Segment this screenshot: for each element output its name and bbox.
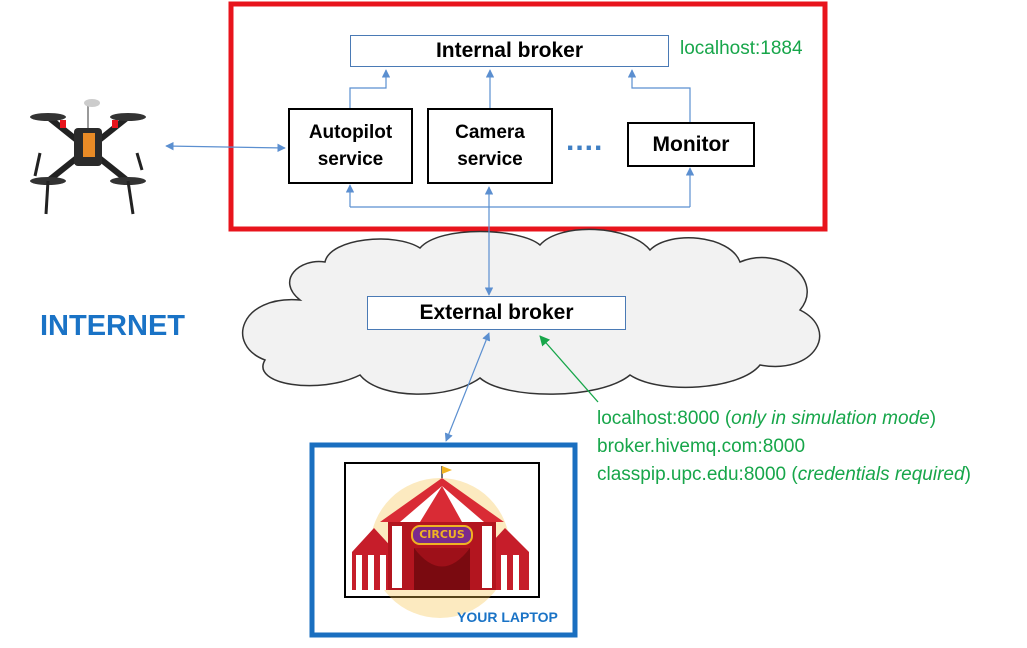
autopilot-service-box: Autopilot service (288, 108, 413, 184)
address-simulation: localhost:8000 (only in simulation mode) (597, 408, 937, 429)
more-services-ellipsis: .... (566, 124, 604, 157)
monitor-label: Monitor (652, 132, 730, 156)
laptop-label: YOUR LAPTOP (457, 609, 558, 625)
camera-service-box: Camera service (427, 108, 553, 184)
internal-broker-address: localhost:1884 (680, 38, 803, 59)
monitor-box: Monitor (627, 122, 755, 167)
internal-broker-box: Internal broker (350, 35, 669, 67)
address-classpip: classpip.upc.edu:8000 (credentials requi… (597, 464, 971, 485)
circus-tent-image (352, 466, 529, 618)
laptop-frame (309, 442, 578, 638)
external-broker-addresses: localhost:8000 (only in simulation mode)… (597, 405, 971, 489)
internet-label: INTERNET (40, 310, 185, 342)
drone-platform-frame (228, 1, 828, 232)
circus-sign-text: CIRCUS (419, 528, 465, 541)
autopilot-service-label: Autopilot service (308, 122, 393, 170)
camera-service-label: Camera service (455, 122, 525, 170)
address-hivemq: broker.hivemq.com:8000 (597, 436, 806, 457)
external-broker-label: External broker (419, 301, 574, 324)
address-pointer-arrow (539, 335, 599, 403)
drone-icon (30, 99, 146, 215)
internal-broker-label: Internal broker (435, 39, 584, 62)
external-broker-box: External broker (367, 296, 626, 330)
internal-connectors (165, 69, 695, 442)
